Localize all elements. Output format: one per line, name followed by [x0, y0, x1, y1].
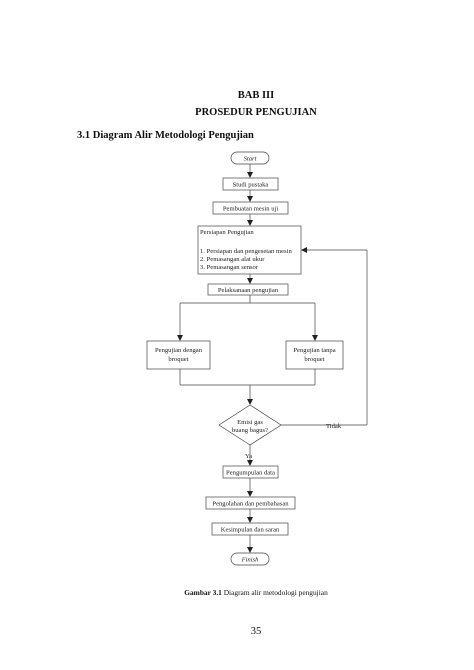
pengolahan-box — [205, 496, 296, 510]
pengujian-tanpa-broquet-box — [285, 340, 344, 370]
figure-caption: Gambar 3.1 Diagram alir metodologi pengu… — [0, 588, 474, 597]
kesimpulan-label: Kesimpulan dan saran — [221, 527, 280, 534]
pengujian-dengan-broquet-box — [146, 340, 211, 370]
page-number: 35 — [250, 626, 262, 637]
pembuatan-label: Pembuatan mesin uji — [223, 206, 278, 213]
figure-caption-label: Gambar 3.1 — [184, 588, 222, 597]
dengan-broquet-line2: broquet — [168, 356, 188, 363]
studi-pustaka-box — [222, 177, 279, 191]
pengumpulan-data-box — [222, 465, 279, 479]
persiapan-item-1: 1. Persiapan dan pengesetan mesin — [200, 248, 292, 255]
pengumpulan-label: Pengumpulan data — [226, 470, 275, 477]
chapter-title: PROSEDUR PENGUJIAN — [195, 107, 317, 118]
dengan-broquet-line1: Pengujian dengan — [155, 347, 203, 354]
persiapan-item-2: 2. Pemasangan alat ukur — [200, 256, 265, 263]
persiapan-item-3: 3. Pemasangan sensor — [200, 264, 259, 271]
pelaksanaan-label: Pelaksanaan pengujian — [218, 287, 279, 294]
tanpa-broquet-line1: Pengujian tanpa — [293, 347, 335, 354]
decision-line1: Emisi gas — [237, 419, 263, 426]
persiapan-title: Persiapan Pengujian — [200, 229, 254, 236]
pengolahan-label: Pengolahan dan pembahasan — [212, 501, 289, 508]
pembuatan-mesin-box — [212, 201, 289, 215]
pelaksanaan-pengujian-box — [207, 283, 289, 296]
decision-line2: buang bagus? — [232, 427, 268, 434]
tidak-label: Tidak — [326, 423, 342, 430]
start-label: Start — [244, 156, 257, 163]
ya-label: Ya — [245, 453, 252, 460]
figure-caption-text: Diagram alir metodologi pengujian — [221, 588, 328, 597]
finish-label: Finish — [241, 557, 260, 564]
finish-terminator — [230, 552, 270, 566]
chapter-number: BAB III — [237, 90, 275, 101]
section-heading: 3.1 Diagram Alir Metodologi Pengujian — [77, 130, 254, 141]
tanpa-broquet-line2: broquet — [304, 356, 324, 363]
studi-pustaka-label: Studi pustaka — [233, 182, 269, 189]
